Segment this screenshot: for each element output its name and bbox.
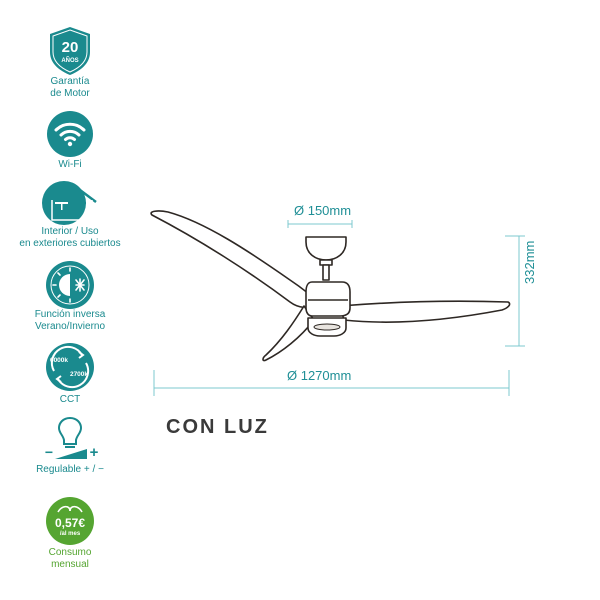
- svg-text:6000k: 6000k: [50, 357, 68, 364]
- leaf-cost-icon: 0,57€ /al mes: [46, 497, 94, 545]
- height-dimension-line: [505, 235, 525, 347]
- indoor-outdoor-label-line1: Interior / Uso: [41, 226, 99, 237]
- fan-blade-right: [339, 300, 511, 323]
- fan-blade-left: [150, 210, 321, 309]
- indoor-outdoor-label-line2: en exteriores cubiertos: [19, 238, 121, 249]
- svg-text:−: −: [45, 444, 53, 460]
- feature-consumption: 0,57€ /al mes Consumo mensual: [0, 497, 140, 571]
- feature-wifi: Wi-Fi: [0, 111, 140, 171]
- dimmable-bulb-icon: − +: [45, 416, 99, 461]
- product-title: CON LUZ: [166, 416, 269, 438]
- span-diameter-label: Ø 1270mm: [287, 368, 352, 383]
- svg-text:+: +: [90, 444, 99, 461]
- feature-dimmable: − + Regulable + / −: [0, 415, 140, 476]
- wifi-icon: [47, 111, 93, 157]
- house-indoor-outdoor-icon: [42, 181, 97, 225]
- ceiling-fan-drawing: [150, 210, 511, 362]
- sun-snowflake-icon: [46, 261, 94, 309]
- consumption-label-line1: Consumo: [48, 547, 92, 558]
- feature-cct: 6000k 2700k CCT: [0, 343, 140, 406]
- warranty-label-line1: Garantía: [50, 76, 90, 87]
- svg-text:0,57€: 0,57€: [55, 516, 85, 530]
- warranty-label-line2: de Motor: [50, 88, 90, 99]
- reverse-label-line1: Función inversa: [34, 309, 106, 320]
- fan-canopy: [305, 236, 347, 261]
- feature-reverse-function: Función inversa Verano/Invierno: [0, 261, 140, 333]
- svg-text:20: 20: [62, 39, 79, 56]
- fan-blade-lower: [262, 305, 315, 362]
- cct-label: CCT: [59, 394, 81, 405]
- height-label: 332mm: [522, 240, 537, 284]
- svg-text:/al mes: /al mes: [60, 531, 81, 537]
- cct-cycle-icon: 6000k 2700k: [46, 343, 94, 391]
- dimmable-label: Regulable + / −: [36, 464, 104, 475]
- feature-indoor-outdoor: Interior / Uso en exteriores cubiertos: [0, 180, 140, 250]
- svg-text:2700k: 2700k: [70, 371, 88, 378]
- span-dimension-line: [153, 370, 510, 396]
- canopy-diameter-label: Ø 150mm: [294, 203, 352, 218]
- fan-motor-housing: [305, 281, 351, 317]
- feature-warranty: 20 AÑOS Garantía de Motor: [0, 26, 140, 100]
- consumption-label-line2: mensual: [51, 559, 89, 570]
- canopy-dimension-line: [287, 220, 353, 228]
- svg-text:AÑOS: AÑOS: [61, 57, 78, 64]
- shield-20-years-icon: 20 AÑOS: [50, 27, 90, 75]
- reverse-label-line2: Verano/Invierno: [34, 321, 106, 332]
- wifi-label: Wi-Fi: [58, 159, 82, 170]
